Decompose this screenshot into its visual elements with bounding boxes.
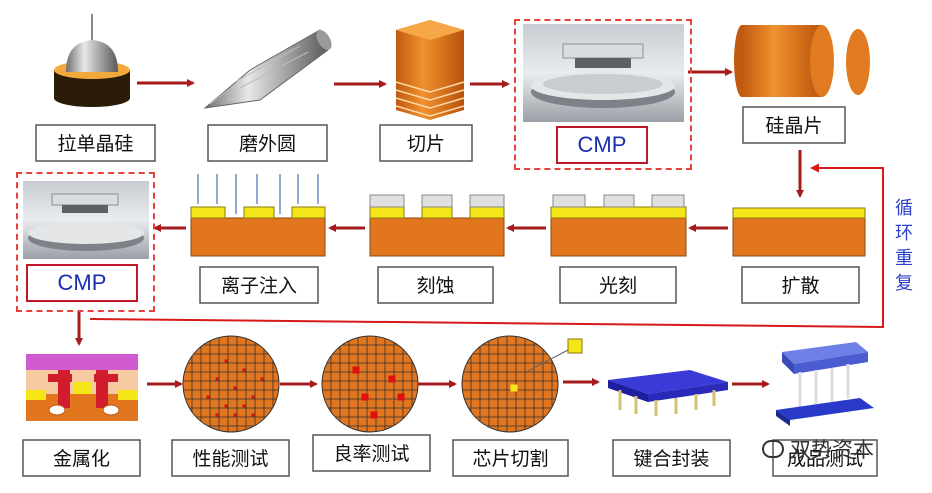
- svg-text:性能测试: 性能测试: [192, 448, 268, 470]
- label-step-4: 硅晶片: [742, 106, 846, 144]
- die-mark: [206, 395, 210, 399]
- wafer-grid-cut: [461, 335, 559, 433]
- lithography-wafer: [550, 194, 687, 257]
- watermark: 双势资本: [762, 434, 874, 464]
- svg-text:刻蚀: 刻蚀: [416, 275, 454, 297]
- repeat-loop-label: 循环 重复: [895, 198, 913, 294]
- svg-text:硅晶片: 硅晶片: [765, 115, 822, 137]
- label-step-14: 成品测试: [772, 439, 878, 477]
- ion-arrows-icon: [197, 174, 319, 214]
- svg-text:光刻: 光刻: [599, 275, 637, 297]
- label-step-9: 金属化: [22, 439, 141, 477]
- wafer-stack-icon: [395, 20, 465, 120]
- svg-text:拉单晶硅: 拉单晶硅: [57, 133, 133, 155]
- die-mark: [242, 404, 246, 408]
- svg-text:扩散: 扩散: [781, 275, 819, 297]
- label-step-5: 扩散: [741, 266, 860, 304]
- svg-text:离子注入: 离子注入: [221, 275, 297, 297]
- cmp-label-top: CMP: [556, 126, 648, 164]
- ion-implant-wafer: [190, 206, 326, 257]
- wafer-grid-test: [182, 335, 280, 433]
- wafer-grid-yield: [321, 335, 419, 433]
- wafer-slices-icon: [734, 25, 870, 97]
- label-step-12: 芯片切割: [452, 439, 569, 477]
- label-step-6: 光刻: [559, 266, 677, 304]
- label-step-7: 刻蚀: [377, 266, 494, 304]
- label-step-13: 键合封装: [612, 439, 731, 477]
- cmp-machine-photo: [23, 181, 149, 259]
- die-mark: [361, 393, 369, 401]
- etching-wafer: [369, 194, 505, 257]
- svg-text:磨外圆: 磨外圆: [239, 133, 296, 155]
- die-mark: [242, 368, 246, 372]
- svg-text:切片: 切片: [407, 133, 445, 155]
- ingot-icon: [203, 29, 332, 109]
- wafer-grid-group: [182, 335, 559, 433]
- wechat-icon: [762, 440, 784, 458]
- die-mark: [260, 377, 264, 381]
- die-mark: [224, 359, 228, 363]
- label-step-1: 拉单晶硅: [35, 124, 156, 162]
- watermark-text: 双势资本: [790, 438, 874, 462]
- die-mark: [510, 384, 518, 392]
- repeat-loop-arrow: [89, 163, 884, 329]
- svg-text:金属化: 金属化: [53, 448, 110, 470]
- cut-chip-icon: [525, 338, 583, 373]
- die-mark: [224, 404, 228, 408]
- label-step-2: 磨外圆: [207, 124, 328, 162]
- svg-text:芯片切割: 芯片切割: [472, 448, 548, 470]
- die-mark: [388, 375, 396, 383]
- chip-test-socket-icon: [776, 342, 874, 426]
- die-mark: [397, 393, 405, 401]
- die-mark: [215, 377, 219, 381]
- die-mark: [215, 413, 219, 417]
- metallization-icon: [26, 354, 138, 421]
- die-mark: [233, 386, 237, 390]
- svg-text:良率测试: 良率测试: [333, 443, 409, 465]
- cmp-machine-photo: [523, 24, 684, 122]
- die-mark: [352, 366, 360, 374]
- cmp-highlight-left: [16, 172, 155, 312]
- crucible-icon: [54, 14, 130, 107]
- label-step-11: 良率测试: [312, 434, 431, 472]
- cmp-highlight-top: [514, 19, 692, 170]
- die-mark: [233, 413, 237, 417]
- label-step-10: 性能测试: [171, 439, 290, 477]
- die-mark: [251, 395, 255, 399]
- chip-package-icon: [608, 370, 728, 416]
- die-mark: [370, 411, 378, 419]
- svg-text:成品测试: 成品测试: [787, 448, 863, 470]
- svg-text:键合封装: 键合封装: [633, 448, 709, 470]
- label-step-8: 离子注入: [199, 266, 319, 304]
- diffusion-wafer: [732, 207, 866, 257]
- die-mark: [251, 413, 255, 417]
- cmp-label-left: CMP: [26, 264, 138, 302]
- label-step-3: 切片: [379, 124, 473, 162]
